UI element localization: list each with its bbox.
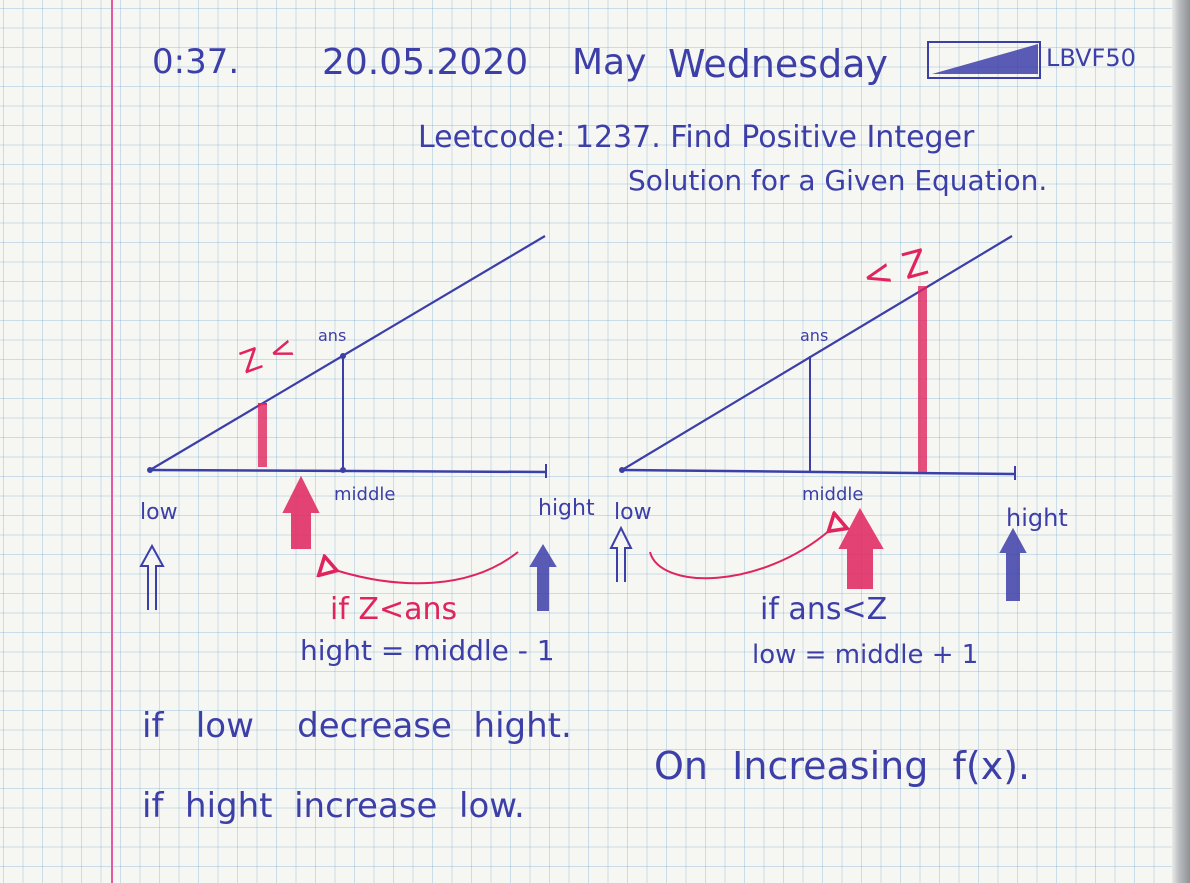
right-hight-label: hight: [1006, 504, 1068, 532]
right-middle-label: middle: [802, 484, 864, 505]
left-low-arrow: [139, 543, 165, 610]
left-condition: if Z<ans: [330, 592, 458, 627]
right-low-label: low: [614, 500, 652, 525]
right-ans-label: ans: [800, 326, 829, 345]
month-text: May: [572, 42, 647, 83]
logo-text: LBVF50: [1046, 44, 1136, 72]
right-z-bar: [918, 286, 927, 472]
right-axis-line: [621, 468, 1016, 476]
left-action: hight = middle - 1: [300, 634, 555, 667]
side-note: On Increasing f(x).: [654, 744, 1031, 788]
left-diagram: [139, 235, 557, 611]
left-middle-label: middle: [334, 484, 396, 505]
left-low-label: low: [140, 500, 178, 525]
note-line2: if hight increase low.: [142, 786, 525, 826]
weekday-text: Wednesday: [668, 42, 889, 86]
page-edge: [1172, 0, 1190, 883]
right-diagram: [609, 235, 1027, 601]
margin-line: [111, 0, 113, 883]
left-red-up-arrow: [282, 475, 320, 549]
left-z-bar: [258, 404, 267, 467]
right-low-arrow: [609, 525, 633, 582]
time-text: 0:37.: [152, 42, 240, 82]
left-curved-arrow: [335, 551, 519, 585]
right-action: low = middle + 1: [752, 640, 979, 670]
problem-title-line1: Leetcode: 1237. Find Positive Integer: [418, 120, 975, 155]
left-hight-arrow: [529, 544, 557, 611]
right-red-up-arrow: [838, 507, 884, 589]
right-function-line: [621, 235, 1013, 471]
right-condition: if ans<Z: [760, 592, 888, 627]
logo-wedge-icon: [927, 41, 1041, 79]
right-curved-arrow: [649, 530, 830, 580]
left-function-line: [149, 235, 546, 471]
date-text: 20.05.2020: [322, 42, 529, 83]
left-hight-label: hight: [538, 496, 595, 521]
note-line1: if low decrease hight.: [142, 706, 572, 746]
problem-title-line2: Solution for a Given Equation.: [628, 164, 1048, 197]
left-ans-label: ans: [318, 326, 347, 345]
right-hight-arrow: [999, 527, 1027, 601]
left-axis-line: [149, 468, 547, 474]
